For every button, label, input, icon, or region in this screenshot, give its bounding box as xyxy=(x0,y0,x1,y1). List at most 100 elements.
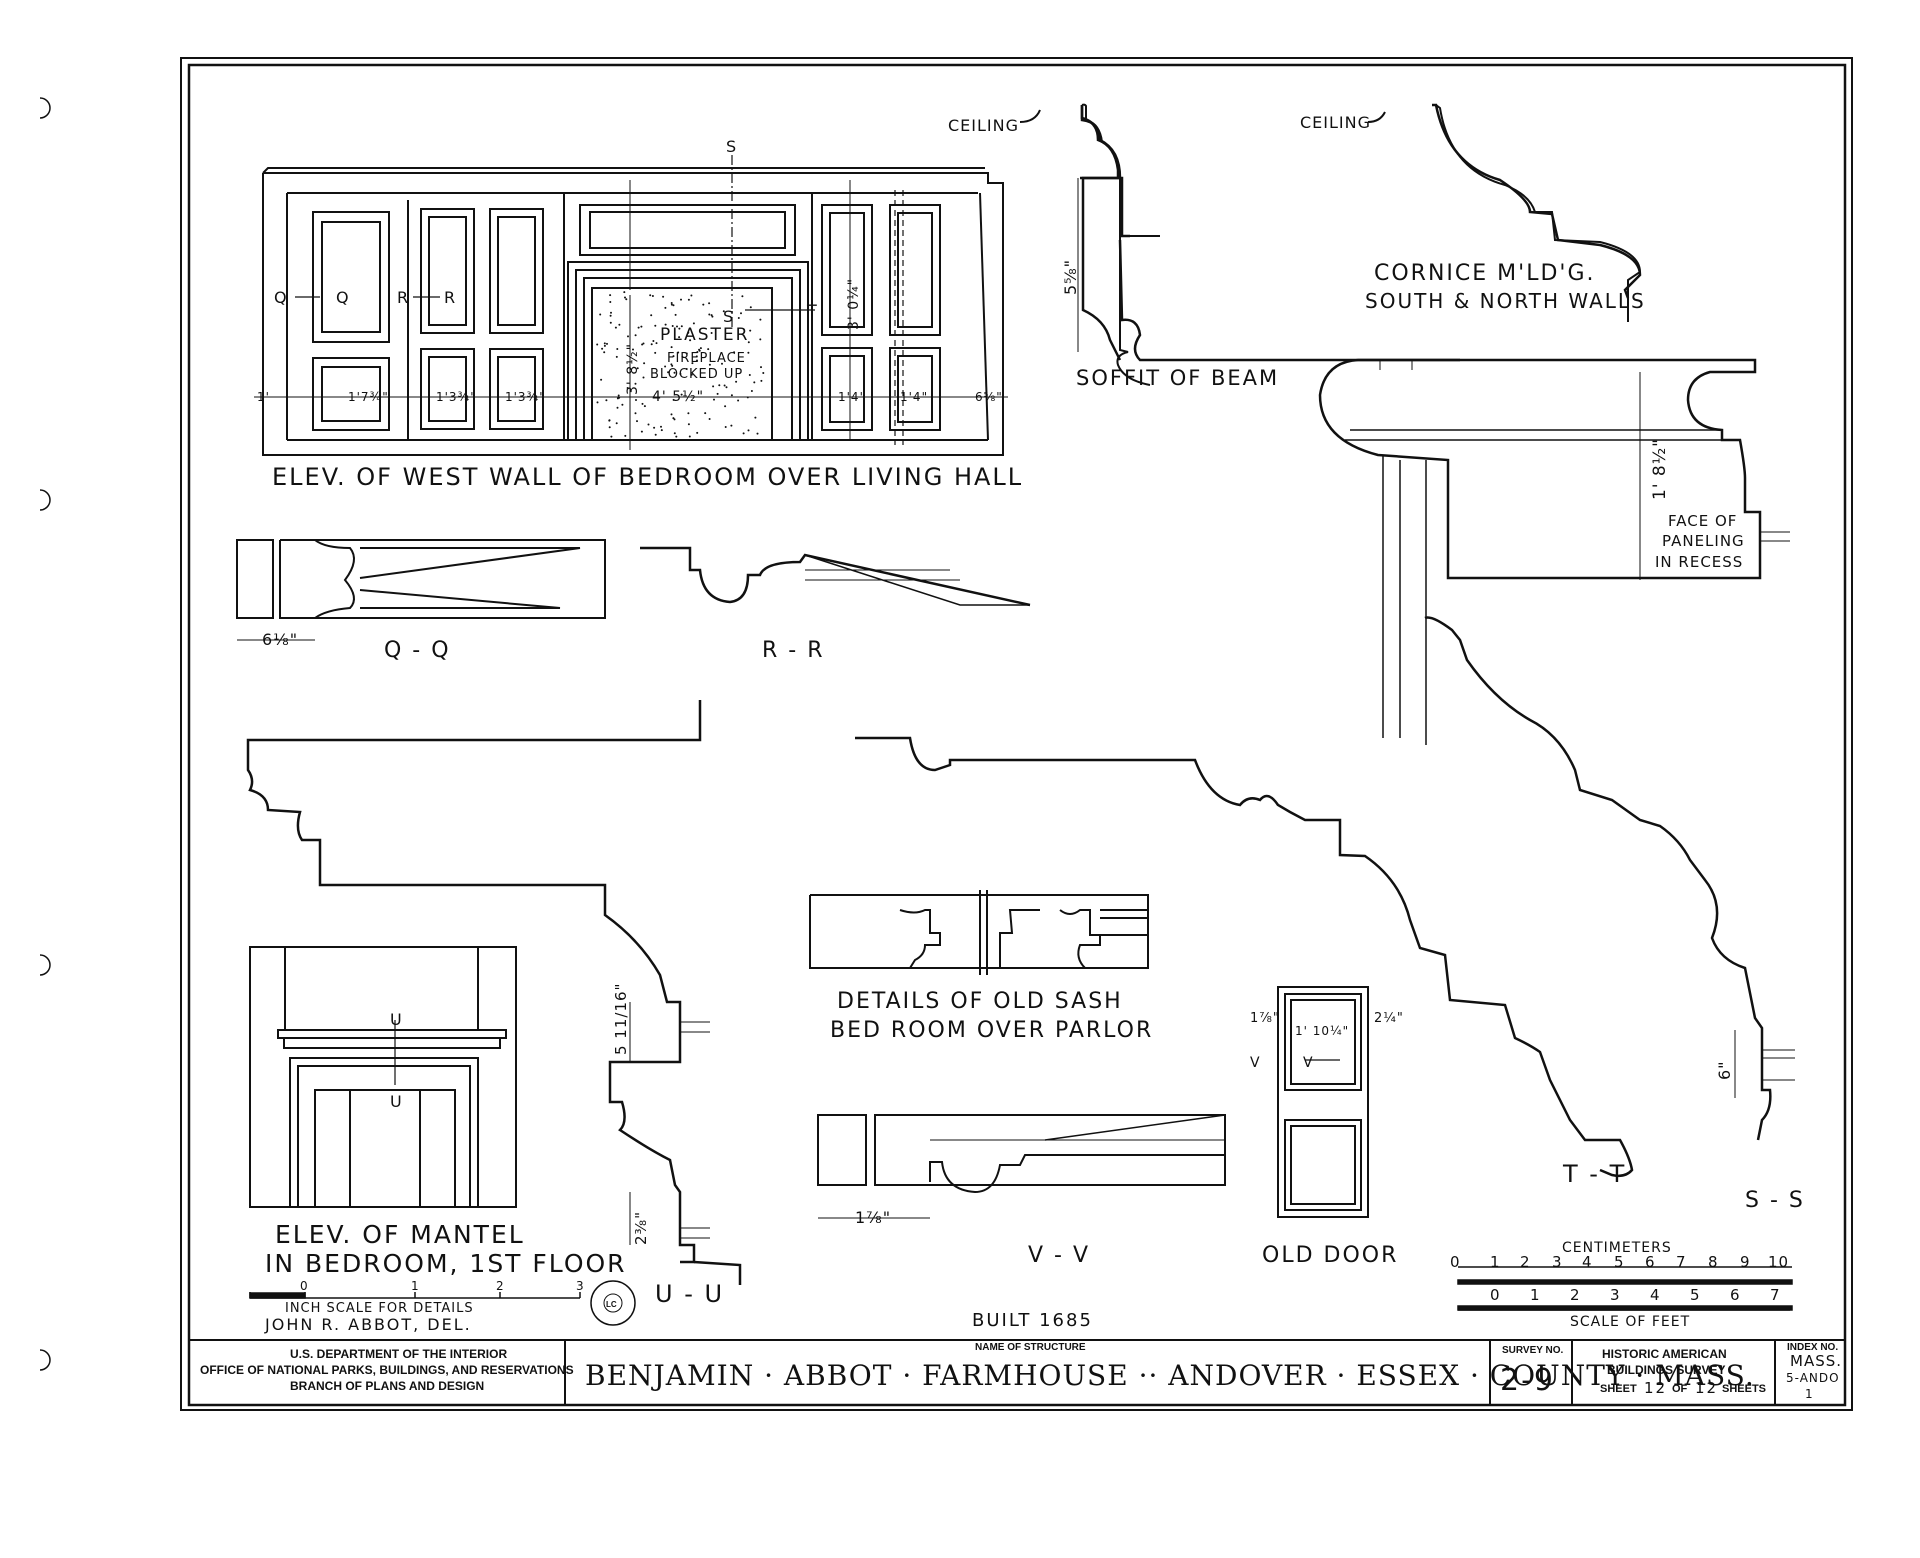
cm-tick-5: 5 xyxy=(1614,1253,1625,1271)
plaster-dot xyxy=(750,390,753,392)
plaster-dot xyxy=(730,424,733,427)
stamp-center: LC xyxy=(606,1300,617,1309)
plaster-dot xyxy=(654,324,657,327)
mantel-title-2: IN BEDROOM, 1ST FLOOR xyxy=(265,1249,627,1278)
section-tt xyxy=(855,616,1795,1178)
plaster-dot xyxy=(742,432,745,435)
survey-no-caption: SURVEY NO. xyxy=(1502,1345,1564,1356)
cornice-height-dim: 5⅝" xyxy=(1061,259,1080,295)
plaster-dot xyxy=(747,341,750,344)
vv-labels: 1⅞" V - V xyxy=(855,1208,1088,1268)
title-block-text: U.S. DEPARTMENT OF THE INTERIOR OFFICE O… xyxy=(200,1342,1842,1401)
plaster-dot xyxy=(601,347,604,350)
sash-labels: DETAILS OF OLD SASH BED ROOM OVER PARLOR xyxy=(830,989,1151,1043)
plaster-dot xyxy=(748,374,751,376)
inch-scale-labels: 0 1 2 3 INCH SCALE FOR DETAILS JOHN R. A… xyxy=(264,1279,585,1334)
plaster-dot xyxy=(626,387,629,389)
plaster-dot xyxy=(704,412,707,415)
plaster-dot xyxy=(708,418,711,420)
plaster-note-3: BLOCKED UP xyxy=(650,367,743,382)
plaster-dot xyxy=(641,402,644,405)
cornice-labels: CEILING CEILING CORNICE M'LD'G. SOUTH & … xyxy=(948,113,1646,390)
plaster-dot xyxy=(616,348,619,350)
cm-tick-10: 10 xyxy=(1768,1253,1789,1271)
feet-tick-5: 5 xyxy=(1690,1286,1701,1304)
plaster-dot xyxy=(696,431,699,434)
plaster-dot xyxy=(649,294,652,297)
plaster-dot xyxy=(655,342,658,345)
index-line-1: MASS. xyxy=(1790,1352,1842,1370)
plaster-note-1: PLASTER xyxy=(660,325,749,345)
plaster-dot xyxy=(600,378,603,381)
plaster-dot xyxy=(749,329,752,332)
plaster-dot xyxy=(690,294,693,297)
plaster-dot xyxy=(608,419,611,422)
plaster-dot xyxy=(627,335,629,338)
cm-tick-7: 7 xyxy=(1676,1253,1687,1271)
section-marker-q-right: Q xyxy=(336,288,351,307)
uu-upper-dim: 5 11/16" xyxy=(612,983,630,1055)
plaster-dot xyxy=(740,312,742,315)
section-marker-v-right: V xyxy=(1303,1055,1315,1071)
plaster-dot xyxy=(660,425,662,428)
face-of-label-2: PANELING xyxy=(1662,532,1745,550)
cm-tick-1: 1 xyxy=(1490,1253,1501,1271)
plaster-dot xyxy=(640,325,643,328)
plaster-dot xyxy=(672,398,675,401)
plaster-dot xyxy=(625,298,628,301)
section-marker-q-left: Q xyxy=(274,288,289,307)
door-left-dim: 1⅞" xyxy=(1250,1011,1280,1026)
plaster-dot xyxy=(650,343,653,346)
agency-line-1: U.S. DEPARTMENT OF THE INTERIOR xyxy=(290,1347,507,1361)
index-caption: INDEX NO. xyxy=(1787,1342,1838,1353)
feet-tick-1: 1 xyxy=(1530,1286,1541,1304)
plaster-dot xyxy=(673,371,676,374)
plaster-dot xyxy=(687,423,690,426)
uu-labels: 5 11/16" 2⅜" U - U xyxy=(612,983,722,1308)
sheets-word: SHEETS xyxy=(1722,1383,1766,1395)
survey-no: 2-9 xyxy=(1500,1363,1555,1398)
feet-tick-6: 6 xyxy=(1730,1286,1741,1304)
plaster-stipple xyxy=(596,291,765,438)
door-panel-width-dim: 1' 10¼" xyxy=(1295,1024,1349,1038)
cornice-title-2: SOUTH & NORTH WALLS xyxy=(1365,289,1646,313)
beam-labels: 1' 8½" FACE OF PANELING IN RECESS xyxy=(1650,438,1745,571)
section-marker-r-left: R xyxy=(397,288,410,307)
plaster-dot xyxy=(760,379,763,382)
section-marker-st: S xyxy=(723,307,735,326)
plaster-dot xyxy=(679,372,682,375)
wall-dim-vert-2: 3' 0¼" xyxy=(846,278,862,330)
plaster-dot xyxy=(673,432,676,435)
west-wall-elevation xyxy=(254,155,1008,456)
inch-tick-0: 0 xyxy=(300,1279,309,1293)
plaster-dot xyxy=(647,423,650,426)
wall-dim-13: 1'4" xyxy=(838,390,866,404)
tt-title: T - T xyxy=(1562,1160,1626,1188)
section-qq xyxy=(236,539,606,641)
plaster-dot xyxy=(617,394,620,397)
index-line-3: 1 xyxy=(1805,1387,1814,1401)
plaster-dot xyxy=(735,380,738,383)
rr-title: R - R xyxy=(762,638,825,663)
plaster-dot xyxy=(725,386,728,389)
plaster-dot xyxy=(634,412,637,415)
plaster-dot xyxy=(676,325,678,328)
plaster-dot xyxy=(635,399,637,401)
feet-tick-0: 0 xyxy=(1490,1286,1501,1304)
plaster-dot xyxy=(670,302,673,304)
cm-tick-4: 4 xyxy=(1582,1253,1593,1271)
plaster-dot xyxy=(702,303,705,306)
ss-height-dim: 6" xyxy=(1715,1060,1734,1080)
ceiling-label-right: CEILING xyxy=(1300,113,1371,132)
sheet-word: SHEET xyxy=(1600,1383,1637,1395)
built-date: BUILT 1685 xyxy=(972,1310,1093,1331)
plaster-dot xyxy=(723,384,726,387)
section-marker-r-right: R xyxy=(444,288,457,307)
inch-tick-3: 3 xyxy=(576,1279,585,1293)
plaster-dot xyxy=(672,417,675,420)
wall-dim-5: 1'3¾" xyxy=(436,390,477,404)
plaster-dot xyxy=(754,416,757,419)
plaster-dot xyxy=(753,381,756,384)
plaster-dot xyxy=(609,314,612,317)
